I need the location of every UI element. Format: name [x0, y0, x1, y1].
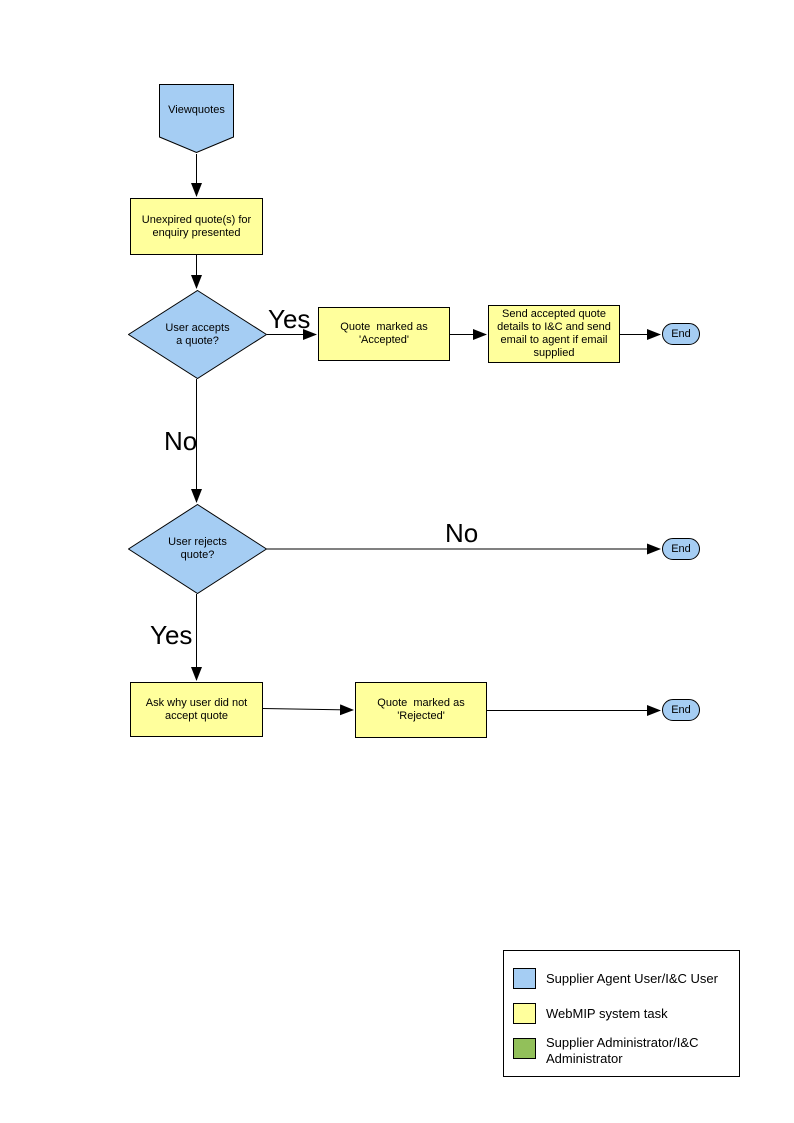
- task-marked-accepted-label: Quote marked as 'Accepted': [340, 321, 428, 346]
- task-unexpired-quotes: Unexpired quote(s) for enquiry presented: [130, 198, 263, 255]
- task-ask-why: Ask why user did not accept quote: [130, 682, 263, 737]
- start-node-label: Viewquotes: [168, 104, 225, 116]
- end-node-3: End: [662, 699, 700, 721]
- decision-user-accepts-label: User accepts a quote?: [165, 321, 230, 347]
- task-marked-rejected-label: Quote marked as 'Rejected': [377, 697, 465, 722]
- legend-swatch-blue: [513, 968, 536, 989]
- edge-label-rejects-no: No: [445, 518, 479, 548]
- legend-box: Supplier Agent User/I&C User WebMIP syst…: [503, 950, 740, 1077]
- start-node-viewquotes: Viewquotes: [159, 84, 234, 153]
- task-send-details-label: Send accepted quote details to I&C and s…: [497, 308, 611, 359]
- decision-user-rejects-label: User rejects quote?: [168, 536, 227, 561]
- edge-label-rejects-yes: Yes: [150, 620, 193, 650]
- task-ask-why-label: Ask why user did not accept quote: [145, 696, 248, 722]
- decision-user-rejects: User rejects quote?: [128, 504, 267, 594]
- decision-user-accepts: User accepts a quote?: [128, 290, 267, 379]
- legend-label-supplier-agent: Supplier Agent User/I&C User: [546, 971, 718, 986]
- task-unexpired-quotes-label: Unexpired quote(s) for enquiry presented: [141, 213, 252, 239]
- edge-label-accepts-no: No: [164, 426, 198, 456]
- end-node-1: End: [662, 323, 700, 345]
- task-send-details: Send accepted quote details to I&C and s…: [488, 305, 620, 363]
- legend-swatch-green: [513, 1038, 536, 1059]
- diamond-shape: [128, 504, 267, 594]
- end-node-1-label: End: [671, 327, 691, 340]
- connector-askwhy-to-rejected: [262, 704, 354, 716]
- end-node-2: End: [662, 538, 700, 560]
- task-marked-rejected: Quote marked as 'Rejected': [355, 682, 487, 738]
- end-node-3-label: End: [671, 703, 691, 716]
- edge-label-accepts-yes: Yes: [268, 304, 311, 334]
- end-node-2-label: End: [671, 542, 691, 555]
- diamond-shape: [128, 290, 267, 379]
- legend-label-webmip-task: WebMIP system task: [546, 1006, 668, 1021]
- pentagon-shape: [159, 84, 234, 153]
- legend-label-supplier-admin: Supplier Administrator/I&C Administrator: [546, 1035, 699, 1066]
- task-marked-accepted: Quote marked as 'Accepted': [318, 307, 450, 361]
- legend-swatch-yellow: [513, 1003, 536, 1024]
